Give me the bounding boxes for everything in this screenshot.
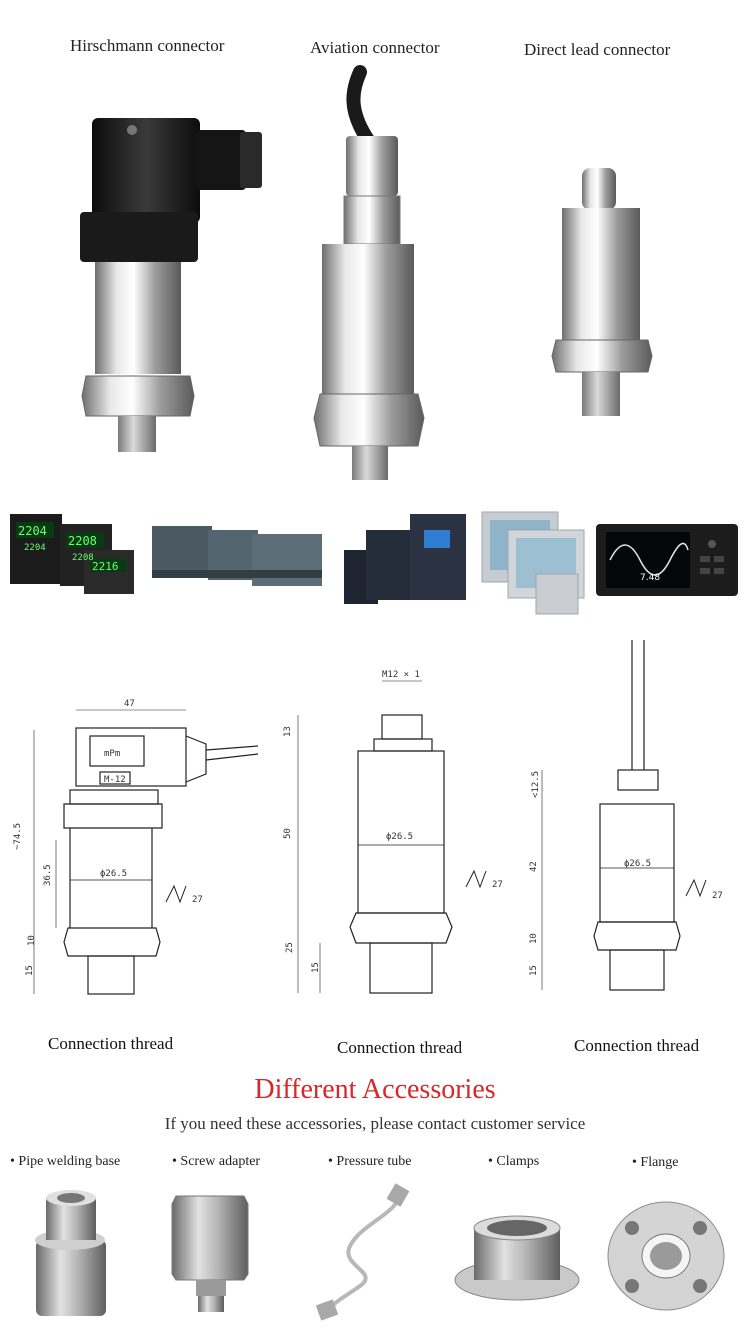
d2-top-label: M12 × 1 [382,670,420,680]
d1-plug-code: M-12 [104,775,126,785]
accessory-label-pipe-welding-base: • Pipe welding base [10,1154,121,1169]
d3-slot-dim: 27 [712,891,723,901]
accessories-images [35,1183,725,1321]
meter-display-5: 2216 [92,560,119,573]
d2-body-dim: 50 [283,828,293,839]
meter-display-1: 2204 [18,524,47,538]
d2-lower-dim: 25 [285,942,295,953]
accessory-label-clamps: • Clamps [488,1154,540,1169]
d2-slot-dim: 27 [492,880,503,890]
meter-display-2: 2204 [24,543,46,553]
meter-display-4: 2208 [72,553,94,563]
d3-top-dim: <12.5 [531,771,541,798]
d3-diameter: ϕ26.5 [624,859,651,869]
hmi-panels [481,511,585,615]
technical-drawing-direct-lead: <12.5 42 10 15 ϕ26.5 27 [529,640,723,991]
product-label-direct-lead: Direct lead connector [524,40,671,59]
d3-hex-dim: 10 [529,933,539,944]
clamps-image [454,1215,580,1301]
accessory-label-screw-adapter: • Screw adapter [172,1154,261,1169]
paperless-recorder [596,524,738,596]
d2-cap-dim: 13 [283,726,293,737]
d1-body-dim: 36.5 [43,864,53,886]
technical-drawing-hirschmann: 47 ~74.5 36.5 10 15 ϕ26.5 27 mPm M-12 [13,699,259,995]
connection-thread-label-2: Connection thread [337,1038,463,1057]
d2-diameter: ϕ26.5 [386,832,413,842]
technical-drawing-aviation: M12 × 1 13 50 25 15 ϕ26.5 27 [283,670,503,994]
accessories-subtitle: If you need these accessories, please co… [164,1114,586,1133]
d1-plug-label: mPm [104,749,120,759]
d1-width-dim: 47 [124,699,135,709]
flange-image [607,1201,725,1311]
accessory-label-pressure-tube: • Pressure tube [328,1154,412,1169]
product-label-hirschmann: Hirschmann connector [70,36,225,55]
d3-thread-dim: 15 [529,965,539,976]
d2-thread-dim: 15 [311,962,321,973]
product-label-aviation: Aviation connector [310,38,440,57]
recorder-screen-value: 7.48 [640,573,660,583]
d1-slot-dim: 27 [192,895,203,905]
connection-thread-label-1: Connection thread [48,1034,174,1053]
plc-modules [152,526,322,586]
d1-diameter: ϕ26.5 [100,869,127,879]
hirschmann-plug [80,118,262,262]
hirschmann-transmitter-image [80,65,653,480]
screw-adapter-image [171,1195,249,1312]
meter-display-3: 2208 [68,534,97,548]
d1-total-dim: ~74.5 [13,823,23,850]
accessory-label-flange: • Flange [632,1155,679,1170]
controllers-row-image: 2204 2204 2208 2208 2216 7.48 [10,511,738,615]
pressure-tube-image [315,1183,410,1321]
connection-thread-label-3: Connection thread [574,1036,700,1055]
panel-meter-group [10,514,134,594]
aviation-cable [346,65,375,147]
d1-thread-dim: 15 [25,965,35,976]
accessories-title: Different Accessories [254,1074,496,1105]
d3-body-dim: 42 [529,861,539,872]
d1-hex-dim: 10 [27,935,37,946]
inverters [344,514,466,604]
pipe-welding-base-image [35,1190,106,1316]
